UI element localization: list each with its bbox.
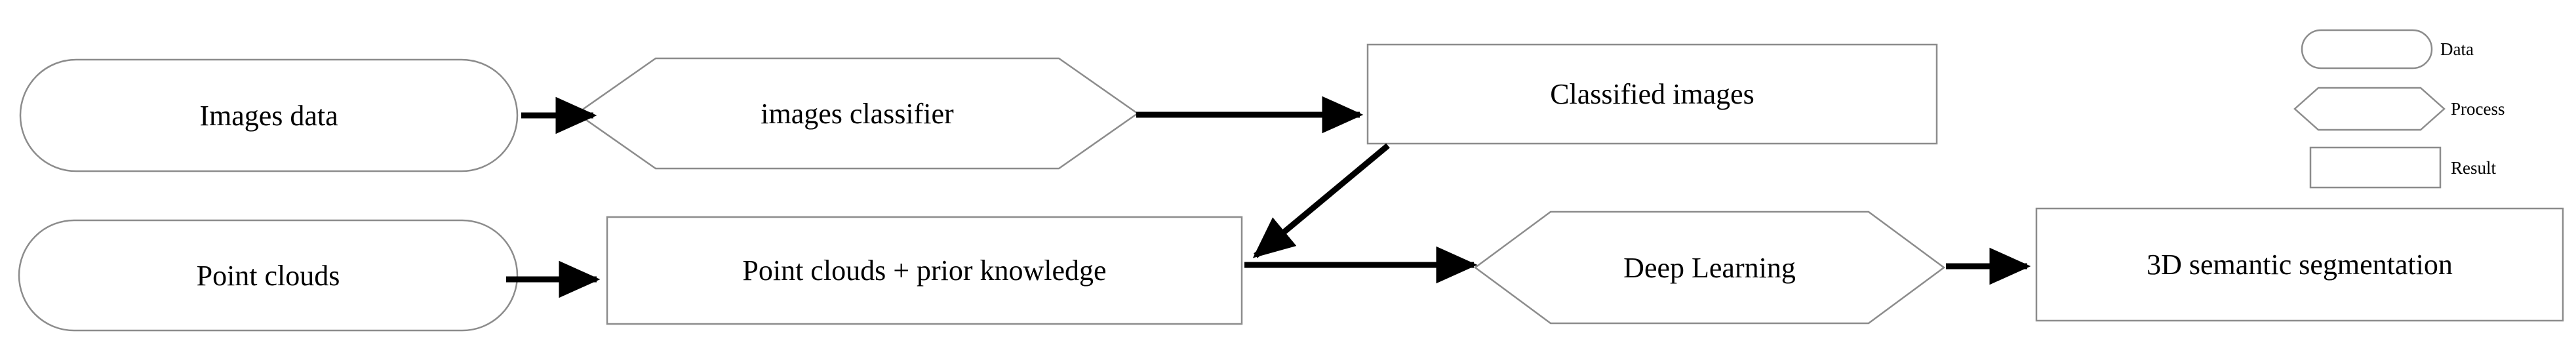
node-deep-learning-shape[interactable] (1473, 210, 1946, 325)
node-images-data-shape[interactable] (19, 58, 519, 172)
node-point-clouds-prior-knowledge-shape[interactable] (606, 216, 1243, 325)
legend (2291, 26, 2567, 193)
node-images-data[interactable] (20, 59, 518, 172)
node-point-clouds-prior-knowledge[interactable] (606, 216, 1242, 325)
legend-process-shape (2293, 87, 2446, 131)
node-classified-images-shape[interactable] (1366, 43, 1938, 145)
edge-classified-images-to-point-clouds-prior (1252, 143, 1390, 258)
node-deep-learning[interactable] (1475, 211, 1944, 325)
legend-result-shape (2309, 146, 2442, 189)
node-3d-semantic-segmentation-shape[interactable] (2035, 207, 2564, 322)
node-point-clouds-shape[interactable] (18, 219, 519, 332)
legend-data-shape (2301, 29, 2433, 70)
node-3d-semantic-segmentation[interactable] (2036, 208, 2564, 321)
node-classified-images[interactable] (1367, 44, 1937, 144)
node-images-classifier[interactable] (577, 58, 1138, 169)
node-point-clouds[interactable] (18, 220, 518, 331)
